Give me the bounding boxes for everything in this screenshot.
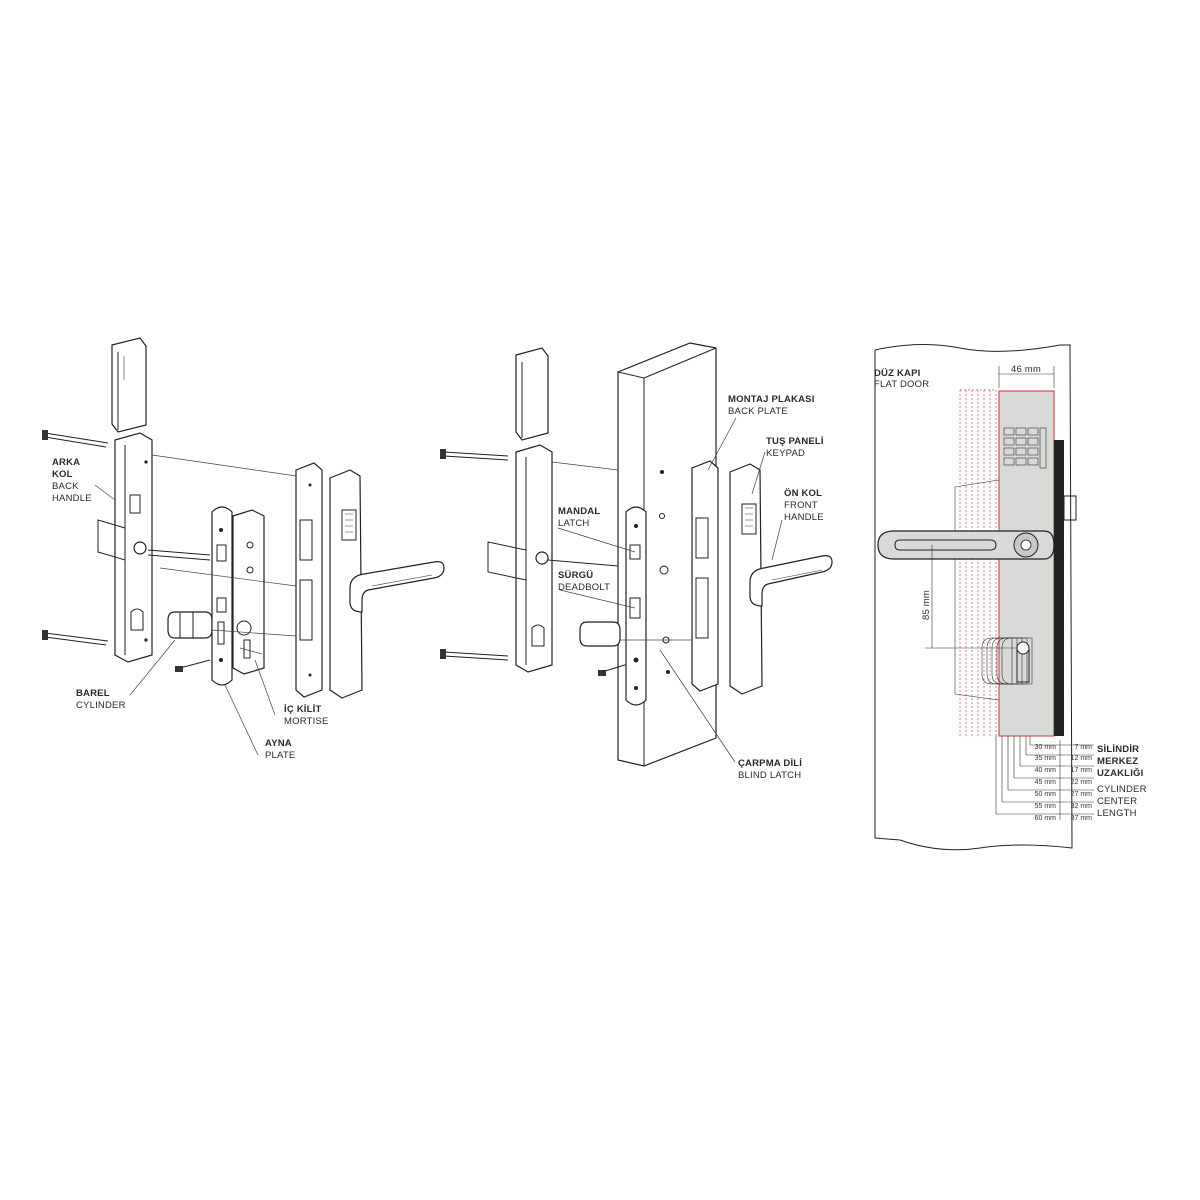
front-handle-part-2 (729, 463, 833, 695)
mortise-label-en: MORTISE (284, 716, 329, 727)
latch-label-tr: MANDAL (558, 506, 600, 517)
row-3-center: 17 mm (1071, 767, 1093, 774)
mortise-body (232, 509, 265, 675)
screw-top-2 (440, 449, 509, 461)
row-6-center: 32 mm (1071, 803, 1093, 810)
screw-bottom-left (42, 630, 109, 646)
back-handle-tr2: KOL (52, 469, 73, 480)
flat-door-label-tr: DÜZ KAPI (874, 368, 920, 379)
legend-line-2: MERKEZ (1097, 756, 1138, 767)
exploded-view-figure: ARKA KOL BACK HANDLE BAREL CYLINDER İÇ K… (42, 337, 445, 761)
cylinder-position-ghosts (981, 637, 1033, 685)
screw-top-left (42, 430, 109, 448)
mortise-label-tr: İÇ KİLİT (284, 704, 322, 715)
cylinder-label-en: CYLINDER (76, 700, 126, 711)
back-plate-label-tr: MONTAJ PLAKASI (728, 394, 815, 405)
face-plate (211, 506, 233, 686)
latch-label-en: LATCH (558, 518, 589, 529)
height-dimension: 85 mm (921, 590, 932, 620)
row-1-center: 7 mm (1075, 744, 1093, 751)
cylinder-length-table: 30 mm 7 mm 35 mm 12 mm 40 mm 17 mm 45 mm… (995, 736, 1094, 822)
front-handle-label-tr: ÖN KOL (784, 488, 822, 499)
front-handle-part (329, 469, 445, 699)
flat-door-dimension-figure: DÜZ KAPI FLAT DOOR 46 mm (874, 343, 1147, 851)
face-plate-2 (625, 506, 647, 706)
legend-line-4: CYLINDER (1097, 784, 1147, 795)
cylinder-part-2 (579, 621, 629, 676)
blind-latch-label-tr: ÇARPMA DİLİ (738, 758, 802, 769)
legend-line-3: UZAKLIĞI (1097, 767, 1143, 779)
row-2-center: 12 mm (1071, 755, 1093, 762)
door-assembly-figure: MONTAJ PLAKASI BACK PLATE TUŞ PANELİ KEY… (440, 342, 833, 781)
row-5-door: 50 mm (1035, 791, 1057, 798)
back-handle-en2: HANDLE (52, 493, 92, 504)
cylinder-legend: SİLİNDİR MERKEZ UZAKLIĞI CYLINDER CENTER… (1097, 744, 1147, 819)
deadbolt-label-en: DEADBOLT (558, 582, 610, 593)
lock-body-panel (981, 390, 1077, 737)
keypad-label-tr: TUŞ PANELİ (766, 436, 824, 447)
row-6-door: 55 mm (1035, 803, 1057, 810)
row-7-door: 60 mm (1035, 815, 1057, 822)
legend-line-6: LENGTH (1097, 808, 1137, 819)
back-plate-part-2 (691, 460, 719, 692)
lever-handle (877, 530, 1055, 560)
row-4-door: 45 mm (1035, 779, 1057, 786)
plate-label-en: PLATE (265, 750, 295, 761)
blind-latch-label-en: BLIND LATCH (738, 770, 801, 781)
plate-label-tr: AYNA (265, 738, 292, 749)
front-handle-label-en1: FRONT (784, 500, 818, 511)
row-2-door: 35 mm (1035, 755, 1057, 762)
cover-cap-2 (515, 347, 549, 441)
row-5-center: 27 mm (1071, 791, 1093, 798)
legend-line-5: CENTER (1097, 796, 1137, 807)
row-3-door: 40 mm (1035, 767, 1057, 774)
keypad-grid (1003, 427, 1047, 469)
row-4-center: 22 mm (1071, 779, 1093, 786)
width-dimension: 46 mm (1011, 364, 1041, 375)
cover-cap (111, 337, 147, 433)
row-7-center: 37 mm (1071, 815, 1093, 822)
cylinder-label-tr: BAREL (76, 688, 110, 699)
back-handle-tr1: ARKA (52, 457, 80, 468)
flat-door-label-en: FLAT DOOR (874, 379, 929, 390)
door-thickness-lines (959, 389, 997, 736)
back-plate-label-en: BACK PLATE (728, 406, 788, 417)
paper-frame (874, 343, 1073, 851)
front-handle-label-en2: HANDLE (784, 512, 824, 523)
back-handle-en1: BACK (52, 481, 79, 492)
back-plate-part (295, 462, 323, 698)
back-handle-body (97, 432, 211, 663)
screw-bottom-2 (440, 649, 509, 661)
keypad-label-en: KEYPAD (766, 448, 805, 459)
cylinder-part (167, 611, 213, 672)
legend-line-1: SİLİNDİR (1097, 744, 1139, 755)
row-1-door: 30 mm (1035, 744, 1057, 751)
back-handle-body-2 (487, 444, 619, 673)
deadbolt-label-tr: SÜRGÜ (558, 570, 593, 581)
